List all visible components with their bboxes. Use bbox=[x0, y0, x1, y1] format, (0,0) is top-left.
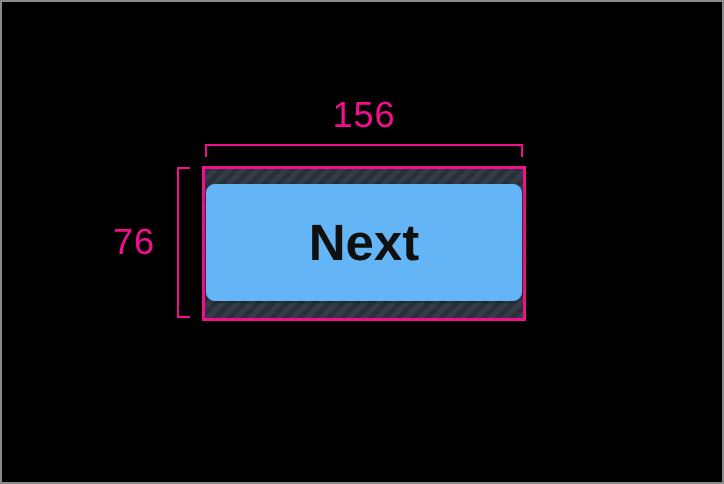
next-button[interactable]: Next bbox=[206, 184, 522, 301]
height-measurement-bracket bbox=[177, 167, 190, 318]
height-dimension-label: 76 bbox=[112, 221, 155, 262]
width-dimension-label: 156 bbox=[332, 94, 396, 135]
width-measurement-bracket bbox=[205, 144, 523, 157]
selected-widget-outline: Next bbox=[202, 166, 526, 321]
